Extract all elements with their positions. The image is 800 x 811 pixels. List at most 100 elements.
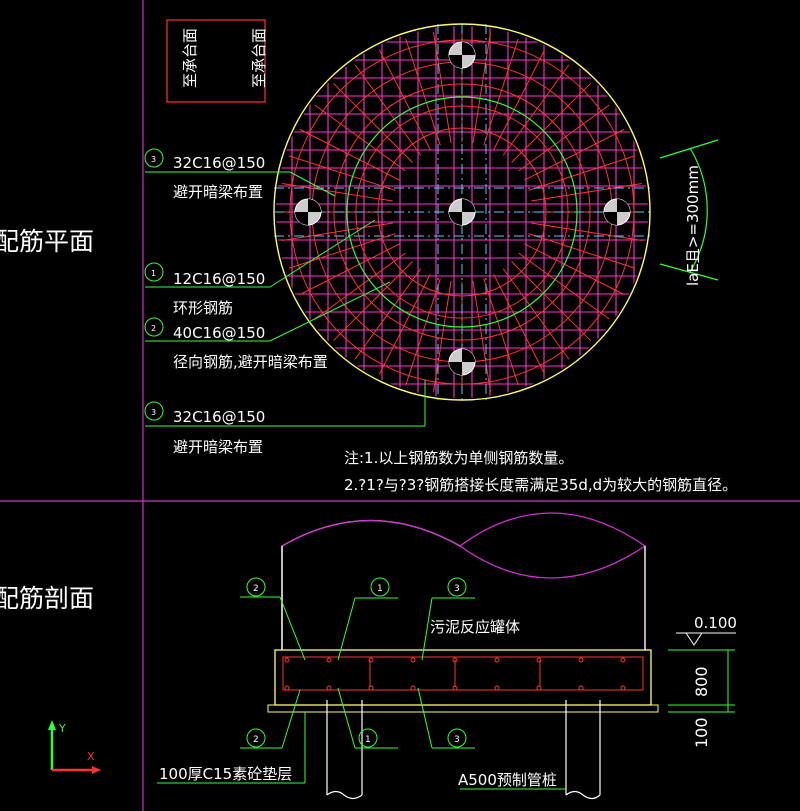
rebar-dot — [620, 657, 626, 663]
radial-rebar — [288, 233, 396, 269]
pile-symbol — [603, 198, 631, 226]
cushion-layer — [267, 704, 659, 713]
section-mark-bottom-2: 1 — [365, 735, 371, 745]
rebar-dot — [578, 685, 584, 691]
radial-rebar — [472, 281, 491, 392]
callout-3a-note: 避开暗梁布置 — [173, 183, 263, 201]
radial-rebar — [332, 261, 413, 342]
ring-rebar-circle — [355, 105, 569, 319]
tank-outline — [281, 512, 646, 650]
dim-100: 100 — [692, 717, 711, 748]
tank-label: 污泥反应罐体 — [430, 618, 520, 636]
callout-3a-mark: 3 — [151, 155, 156, 164]
radial-rebar — [314, 104, 406, 172]
radial-rebar — [282, 222, 393, 241]
radial-rebar — [502, 268, 570, 360]
elevation-value: 0.100 — [694, 614, 737, 632]
callout-3b-mark: 3 — [151, 408, 156, 417]
cap-rebar-cage — [282, 656, 644, 691]
dimension-lines — [668, 649, 735, 713]
radial-rebar — [483, 38, 519, 146]
section-mark-top-3: 3 — [454, 584, 460, 594]
radial-rebar — [299, 243, 400, 296]
dim-800: 800 — [692, 666, 711, 697]
radial-rebar — [433, 32, 452, 143]
ucs-x-label: X — [87, 750, 95, 763]
pile-label: A500预制管桩 — [458, 771, 557, 789]
rebar-dot — [326, 685, 332, 691]
pile-symbol — [294, 198, 322, 226]
section-marks-bottom — [246, 728, 467, 748]
section-mark-bottom-3: 3 — [454, 735, 460, 745]
section-mark-top-2: 1 — [377, 584, 383, 594]
ring-rebar-circle — [377, 127, 547, 297]
radial-rebar — [531, 222, 642, 241]
section-mark-top-1: 2 — [253, 584, 259, 594]
callout-1-note: 环形钢筋 — [173, 299, 233, 317]
radial-rebar — [483, 278, 519, 386]
rebar-dot — [410, 685, 416, 691]
radial-rebar — [354, 64, 422, 156]
callout-2-mark: 2 — [151, 324, 156, 333]
callout-3a-spec: 32C16@150 — [173, 154, 265, 172]
radial-rebar — [528, 233, 636, 269]
red-box-label-right: 至承台面 — [250, 28, 268, 88]
section-marks-top — [246, 577, 467, 597]
radial-rebar — [524, 128, 625, 181]
radial-rebar — [405, 38, 441, 146]
section-rebar-dots — [284, 657, 626, 691]
callout-2: 2 40C16@150 径向钢筋,避开暗梁布置 — [144, 317, 328, 371]
ring-rebar-circle — [333, 83, 591, 341]
section-leaders — [157, 596, 566, 790]
note-line-1: 注:1.以上钢筋数为单侧钢筋数量。 — [344, 449, 573, 467]
radial-rebar — [518, 252, 610, 320]
rebar-dot — [326, 657, 332, 663]
radial-rebar — [378, 274, 431, 375]
pile-symbol — [448, 41, 476, 69]
callout-3a: 3 32C16@150 避开暗梁布置 — [144, 148, 265, 201]
callout-lines — [145, 171, 426, 427]
section-title: 配筋剖面 — [0, 584, 94, 613]
radial-rebar — [518, 104, 610, 172]
green-ring — [346, 96, 578, 328]
rebar-dot — [494, 685, 500, 691]
pile-symbol — [448, 348, 476, 376]
radial-rebar — [511, 82, 592, 163]
callout-2-note: 径向钢筋,避开暗梁布置 — [173, 353, 328, 371]
pile-symbols — [294, 41, 631, 376]
tank-outer-circle — [273, 23, 651, 401]
rebar-dot — [368, 685, 374, 691]
cushion-label: 100厚C15素砼垫层 — [159, 765, 292, 783]
ucs-y-label: Y — [58, 722, 66, 735]
radial-rebar — [528, 155, 636, 191]
callout-3b-note: 避开暗梁布置 — [173, 438, 263, 456]
callout-1: 1 12C16@150 环形钢筋 — [144, 262, 265, 317]
rebar-dot — [578, 657, 584, 663]
radial-rebar — [378, 49, 431, 150]
ring-rebar-circle — [289, 39, 635, 385]
radial-rebar — [493, 274, 546, 375]
callout-3b: 3 32C16@150 避开暗梁布置 — [144, 401, 265, 456]
rebar-dot — [536, 657, 542, 663]
callout-1-mark: 1 — [151, 269, 156, 278]
lap-dimension-label: laE且>=300mm — [684, 165, 702, 286]
rebar-dot — [368, 657, 374, 663]
radial-rebar — [299, 128, 400, 181]
rebar-dot — [620, 685, 626, 691]
section-mark-bottom-1: 2 — [253, 735, 259, 745]
radial-rebar — [502, 64, 570, 156]
rebar-dot — [284, 685, 290, 691]
radial-rebar — [332, 82, 413, 163]
radial-rebar — [472, 32, 491, 143]
radial-rebar — [524, 243, 625, 296]
cap-rebar-ticks — [369, 660, 541, 687]
radial-rebar — [405, 278, 441, 386]
rebar-dot — [410, 657, 416, 663]
note-line-2: 2.?1?与?3?钢筋搭接长度需满足35d,d为较大的钢筋直径。 — [344, 476, 737, 494]
rebar-dot — [284, 657, 290, 663]
lap-dimension — [659, 139, 719, 281]
ucs-icon: Y X — [48, 720, 101, 774]
radial-rebar — [282, 183, 393, 202]
